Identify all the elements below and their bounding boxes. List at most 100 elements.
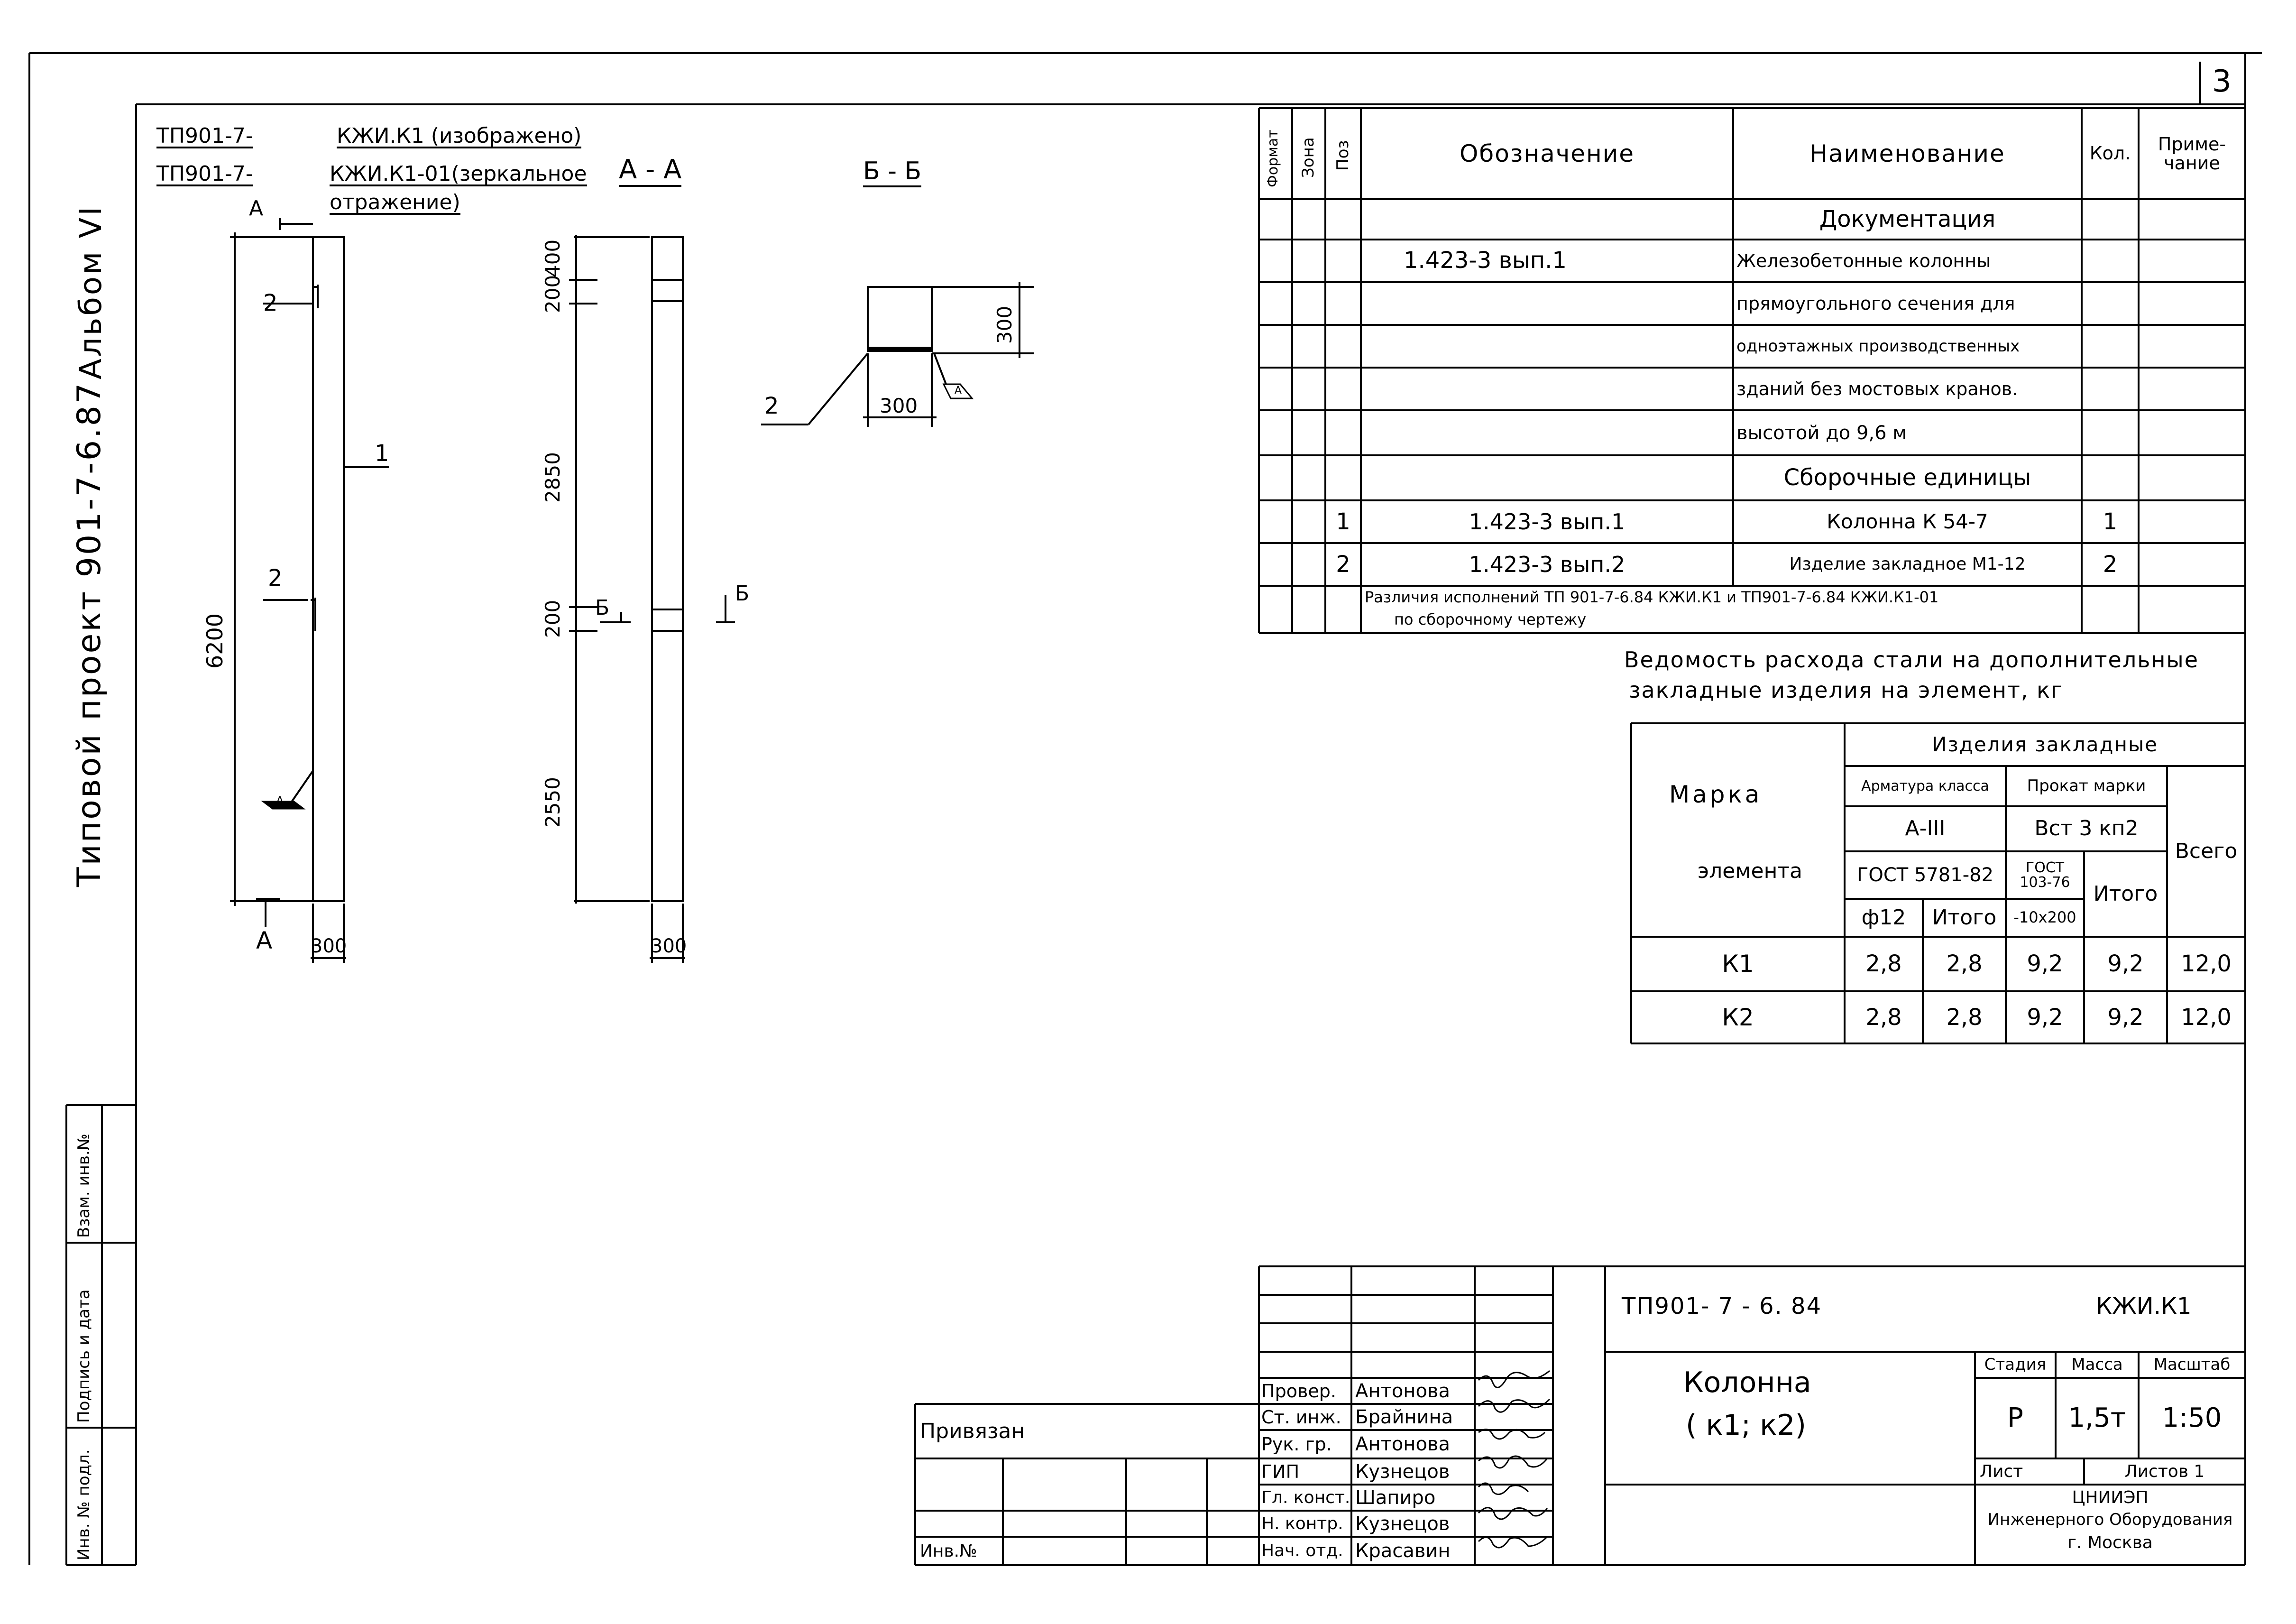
steel-rolled-size: -10х200 — [2013, 908, 2076, 927]
spec-row-2-name: Изделие закладное М1-12 — [1789, 554, 2026, 574]
stage-label: Стадия — [1984, 1355, 2047, 1374]
header-note-1-text: КЖИ.К1 (изображено) — [337, 124, 582, 148]
spec-row-1-name: Колонна К 54-7 — [1827, 509, 1988, 533]
steel-rebar-dia: ф12 — [1861, 905, 1906, 930]
spec-header-format: Формат — [1265, 129, 1281, 187]
project-label: Типовой проект 901-7-6.87 — [71, 381, 108, 887]
cut-b-right-label: Б — [735, 581, 750, 606]
role-3-name: Антонова — [1355, 1433, 1450, 1455]
steel-row-1-v1: 2,8 — [1865, 950, 1902, 978]
steel-row-2-v1: 2,8 — [1865, 1004, 1902, 1031]
sheet-label: Лист — [1980, 1461, 2023, 1481]
mark-a-section: А — [955, 385, 962, 397]
spec-header-zone: Зона — [1299, 137, 1318, 178]
steel-rebar-gost: ГОСТ 5781-82 — [1856, 864, 1994, 886]
steel-row-1-v4: 9,2 — [2107, 950, 2144, 978]
spec-row-1-pos: 1 — [1336, 508, 1350, 535]
steel-rebar-total: Итого — [1932, 905, 1997, 930]
spec-header-designation: Обозначение — [1460, 139, 1635, 167]
header-note-1-code: ТП901-7- — [156, 124, 253, 148]
spec-row-2-pos: 2 — [1336, 551, 1350, 578]
pos-2-callout-top: 2 — [263, 290, 278, 316]
stamp-sign-date: Подпись и дата — [74, 1289, 93, 1423]
section-aa-view — [569, 235, 735, 963]
spec-doc-line-2: прямоугольного сечения для — [1736, 293, 2015, 314]
dim-section-300-vertical: 300 — [993, 305, 1016, 344]
steel-mark-label-2: элемента — [1698, 859, 1802, 883]
role-2: Ст. инж. — [1261, 1406, 1341, 1428]
cut-a-bottom-label: А — [256, 927, 273, 954]
steel-rolled-header: Прокат марки — [2027, 776, 2146, 795]
org-line-1: ЦНИИЭП — [2072, 1488, 2149, 1508]
linked-label: Привязан — [920, 1419, 1025, 1443]
spec-doc-line-1: Железобетонные колонны — [1736, 250, 1991, 271]
header-note-2-code: ТП901-7- — [156, 162, 253, 186]
sheets-label: Листов 1 — [2124, 1461, 2205, 1481]
dim-width-300-section: 300 — [651, 935, 687, 957]
pos-1-callout: 1 — [375, 440, 389, 467]
pos-2-callout-section: 2 — [764, 393, 779, 419]
header-note-3-text: отражение) — [330, 190, 460, 215]
steel-row-2-v3: 9,2 — [2027, 1004, 2063, 1031]
spec-header-note: Приме- чание — [2158, 134, 2226, 174]
stage-value: Р — [2007, 1402, 2023, 1433]
steel-rebar-class: Арматура класса — [1861, 777, 1989, 794]
steel-table-grid — [1630, 722, 2245, 1044]
spec-doc-line-5: высотой до 9,6 м — [1736, 422, 1907, 444]
cut-a-top-label: А — [249, 196, 264, 221]
spec-header-qty: Кол. — [2089, 143, 2131, 164]
mark-a-elevation: А — [276, 794, 284, 807]
sheet-number: 3 — [2212, 64, 2232, 99]
dim-height-6200: 6200 — [202, 613, 228, 669]
spec-doc-designation: 1.423-3 вып.1 — [1404, 247, 1567, 274]
section-bb-view — [761, 282, 1034, 427]
album-label: Альбом VI — [73, 204, 109, 379]
doc-code: ТП901- 7 - 6. 84 — [1622, 1293, 1822, 1320]
stamp-inv-no: Инв. № подл. — [74, 1449, 93, 1560]
dim-200-top: 200 — [541, 275, 564, 313]
spec-row-1-designation: 1.423-3 вып.1 — [1469, 508, 1626, 535]
column-elevation — [230, 218, 389, 963]
dim-2550: 2550 — [541, 777, 564, 828]
title-block-grid — [914, 1265, 2245, 1566]
stamp-replace-inv: Взам. инв.№ — [74, 1133, 93, 1238]
steel-table-title-1: Ведомость расхода стали на дополнительны… — [1624, 647, 2199, 673]
steel-row-2-mark: К2 — [1722, 1003, 1754, 1031]
steel-rolled-grade: Вст 3 кп2 — [2034, 816, 2139, 841]
scale-label: Масштаб — [2153, 1355, 2231, 1374]
spec-row-1-qty: 1 — [2103, 508, 2118, 535]
header-note-2-text: КЖИ.К1-01(зеркальное — [330, 162, 587, 186]
pos-2-callout-mid: 2 — [268, 565, 283, 591]
signatures — [1478, 1370, 1551, 1549]
doc-mark: КЖИ.К1 — [2096, 1293, 2192, 1320]
role-1-name: Антонова — [1355, 1380, 1450, 1402]
dim-200-mid: 200 — [541, 600, 564, 638]
spec-doc-line-3: одноэтажных производственных — [1736, 337, 2020, 356]
section-bb-title: Б - Б — [863, 159, 922, 187]
dim-2850: 2850 — [541, 452, 564, 503]
spec-header-pos: Поз — [1333, 140, 1352, 171]
role-1: Провер. — [1261, 1380, 1336, 1402]
scale-value: 1:50 — [2162, 1402, 2222, 1433]
role-2-name: Брайнина — [1355, 1406, 1453, 1428]
steel-mark-label-1: Марка — [1669, 781, 1763, 808]
role-7: Нач. отд. — [1261, 1541, 1343, 1560]
drawing-title-2: ( к1; к2) — [1686, 1409, 1807, 1442]
org-line-2: Инженерного Оборудования — [1987, 1510, 2233, 1530]
role-5: Гл. конст. — [1261, 1487, 1350, 1507]
section-aa-title: А - А — [619, 157, 682, 187]
steel-table-title-2: закладные изделия на элемент, кг — [1629, 677, 2064, 703]
spec-row-2-designation: 1.423-3 вып.2 — [1469, 551, 1626, 577]
role-6-name: Кузнецов — [1355, 1513, 1450, 1535]
steel-row-1-mark: К1 — [1722, 950, 1754, 978]
spec-header-name: Наименование — [1809, 139, 2005, 167]
steel-row-2-v4: 9,2 — [2107, 1004, 2144, 1031]
steel-row-1-v5: 12,0 — [2181, 950, 2232, 978]
steel-row-1-v3: 9,2 — [2027, 950, 2063, 978]
steel-row-1-v2: 2,8 — [1946, 950, 1983, 978]
role-4-name: Кузнецов — [1355, 1460, 1450, 1483]
role-5-name: Шапиро — [1355, 1486, 1436, 1509]
spec-row-2-qty: 2 — [2103, 551, 2118, 578]
drawing-title-1: Колонна — [1683, 1366, 1811, 1399]
role-3: Рук. гр. — [1261, 1434, 1332, 1455]
